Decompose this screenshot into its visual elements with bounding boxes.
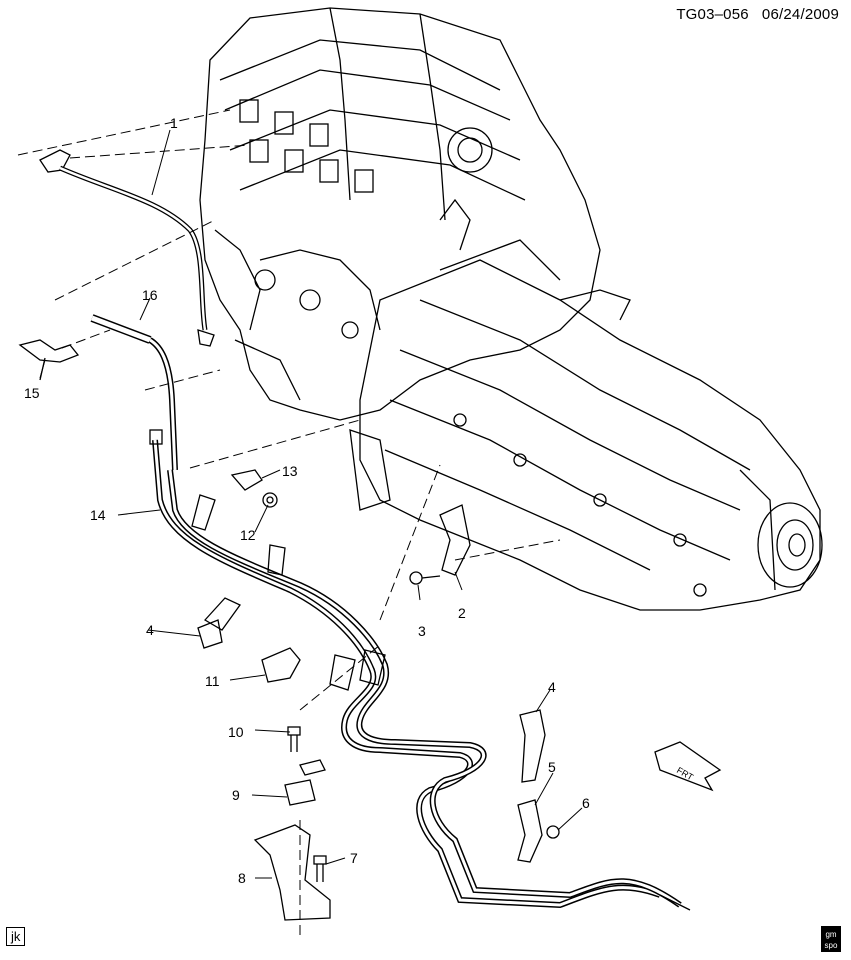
leader-lines xyxy=(17,109,583,935)
front-arrow-icon xyxy=(654,741,722,792)
callout-14: 14 xyxy=(90,507,106,523)
callout-1: 1 xyxy=(170,115,178,131)
callout-10: 10 xyxy=(228,724,244,740)
callout-4-left: 4 xyxy=(146,622,154,638)
gm-spo-logo: gm spo xyxy=(821,926,841,952)
callout-2: 2 xyxy=(458,605,466,621)
callout-16: 16 xyxy=(142,287,158,303)
diagram-header: TG03–056 06/24/2009 xyxy=(676,6,839,23)
callout-4-right: 4 xyxy=(548,679,556,695)
callout-6: 6 xyxy=(582,795,590,811)
part-1-hose xyxy=(39,149,215,347)
callout-15: 15 xyxy=(24,385,40,401)
diagram-code: TG03–056 xyxy=(676,6,749,23)
callout-13: 13 xyxy=(282,463,298,479)
part-12-nut xyxy=(262,492,278,508)
part-13-clip xyxy=(230,469,263,491)
part-2-bracket xyxy=(439,504,471,576)
part-15-clip xyxy=(18,339,80,381)
callout-7: 7 xyxy=(350,850,358,866)
part-16-hose xyxy=(90,314,178,471)
part-10-bolt xyxy=(287,726,301,752)
gm-spo-logo-line1: gm xyxy=(825,930,837,939)
illustrator-code: jk xyxy=(6,927,26,946)
callout-8: 8 xyxy=(238,870,246,886)
transmission-illustration xyxy=(349,239,823,611)
part-9-bracket xyxy=(284,759,326,806)
callout-9: 9 xyxy=(232,787,240,803)
part-6-nut xyxy=(546,825,560,839)
engine-illustration xyxy=(199,7,601,421)
gm-spo-logo-line2: spo xyxy=(824,941,838,950)
part-4-clip-right xyxy=(519,709,546,783)
callout-3: 3 xyxy=(418,623,426,639)
callout-11: 11 xyxy=(205,673,220,689)
part-5-clip xyxy=(517,799,543,863)
part-7-bolt xyxy=(313,855,327,882)
diagram-date: 06/24/2009 xyxy=(761,6,839,23)
part-3-bolt xyxy=(409,571,441,585)
callout-5: 5 xyxy=(548,759,556,775)
part-4-connector-left xyxy=(197,597,241,649)
part-11-bracket xyxy=(261,647,301,683)
callout-12: 12 xyxy=(240,527,256,543)
part-14-pipes xyxy=(149,429,691,911)
callout-numbers: 1 2 3 4 4 5 6 7 8 9 10 11 12 13 14 15 16… xyxy=(24,115,695,886)
part-8-bracket xyxy=(253,824,331,921)
